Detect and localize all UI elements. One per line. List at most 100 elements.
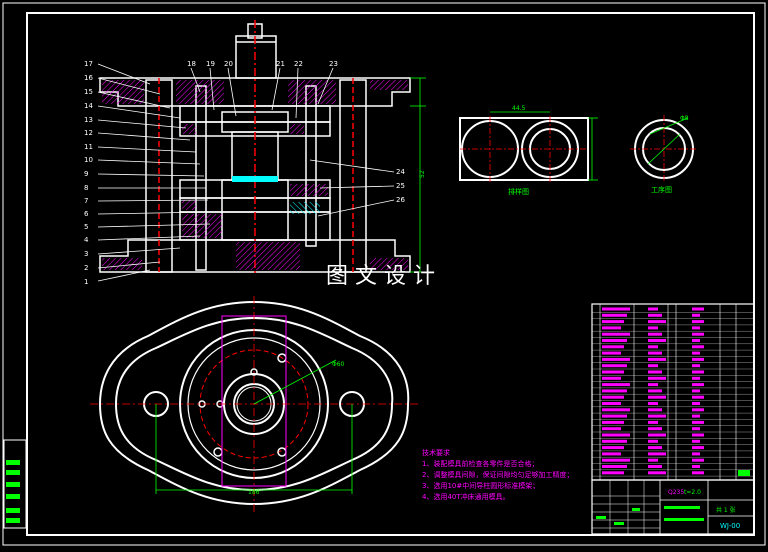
parts-row-cell <box>692 465 700 468</box>
material-label: Q235 <box>668 489 684 496</box>
balloon-17: 17 <box>84 60 93 68</box>
balloon-26: 26 <box>396 196 405 204</box>
parts-row-cell <box>648 339 666 342</box>
balloon-3: 3 <box>84 250 88 258</box>
balloon-15: 15 <box>84 88 93 96</box>
parts-row-cell <box>648 345 658 349</box>
parts-row-cell <box>692 383 704 387</box>
parts-row-cell <box>648 364 658 368</box>
parts-row-cell <box>602 420 624 424</box>
height-dimension-label: 52 <box>419 170 426 178</box>
parts-row-cell <box>692 376 700 380</box>
parts-row-cell <box>648 402 658 405</box>
strip-layout <box>459 111 598 182</box>
parts-row-cell <box>648 389 662 393</box>
parts-row-cell <box>692 370 704 374</box>
parts-row-cell <box>692 389 700 393</box>
tech-notes: 技术要求 1、装配模具前检查各零件是否合格； 2、调整模具间隙，保证间隙均匀足够… <box>422 448 573 501</box>
title-block <box>591 479 755 535</box>
tech-notes-title: 技术要求 <box>422 448 450 457</box>
parts-row-cell <box>692 332 704 336</box>
parts-row-cell <box>692 395 704 399</box>
parts-row-cell <box>648 307 658 311</box>
balloon-6: 6 <box>84 210 89 218</box>
balloon-9: 9 <box>84 170 88 178</box>
parts-row-cell <box>602 452 621 456</box>
parts-row-cell <box>602 313 627 317</box>
parts-row-cell <box>648 433 666 437</box>
parts-row-cell <box>648 458 658 462</box>
parts-row-cell <box>602 339 627 342</box>
parts-row-cell <box>602 446 624 450</box>
plan-diameter-dimension: Φ60 <box>332 361 345 368</box>
parts-row-cell <box>648 465 662 468</box>
balloon-22: 22 <box>294 60 303 68</box>
parts-row-cell <box>602 402 621 405</box>
watermark-text: 图 文 设 计 <box>326 264 435 289</box>
parts-row-cell <box>648 351 662 355</box>
parts-row-cell <box>692 439 700 443</box>
balloon-10: 10 <box>84 156 93 164</box>
balloon-23: 23 <box>329 60 338 68</box>
balloon-20: 20 <box>224 60 233 68</box>
parts-row-cell <box>602 345 624 349</box>
leader-lines-top <box>190 67 334 119</box>
height-dimension <box>410 77 426 273</box>
parts-list-marker <box>738 470 750 476</box>
parts-row-cell <box>602 439 627 443</box>
parts-row-cell <box>648 427 662 431</box>
parts-row-cell <box>648 383 658 387</box>
parts-row-cell <box>692 320 704 324</box>
balloon-numbers-top: 18 19 20 21 22 23 <box>187 60 338 68</box>
parts-row-cell <box>602 414 627 418</box>
parts-row-cell <box>602 320 624 324</box>
parts-row-cell <box>648 408 662 412</box>
parts-row-cell <box>602 395 624 399</box>
parts-row-cell <box>648 313 662 317</box>
sheet-inner-border <box>26 12 755 536</box>
parts-row-cell <box>692 471 704 475</box>
parts-row-cell <box>648 320 666 324</box>
sheet-count-label: 共 1 张 <box>716 506 736 514</box>
parts-row-cell <box>648 395 666 399</box>
plan-span-dimension: 186 <box>248 489 260 496</box>
parts-row-cell <box>602 433 630 437</box>
parts-row-cell <box>602 465 627 468</box>
parts-row-cell <box>602 408 630 412</box>
balloon-2: 2 <box>84 264 88 272</box>
parts-row-cell <box>602 376 621 380</box>
parts-row-cell <box>648 376 666 380</box>
parts-row-cell <box>692 313 700 317</box>
parts-list <box>591 303 755 481</box>
parts-row-cell <box>692 364 700 368</box>
part-view-label: 工序图 <box>651 185 672 194</box>
parts-row-cell <box>648 452 666 456</box>
parts-row-cell <box>692 458 704 462</box>
balloon-18: 18 <box>187 60 196 68</box>
parts-row-cell <box>648 326 658 330</box>
balloon-24: 24 <box>396 168 405 176</box>
tech-note-3: 3、选用10#中间导柱圆形标准模架； <box>422 481 539 490</box>
parts-row-cell <box>648 420 658 424</box>
leader-lines-left <box>97 63 211 282</box>
parts-row-cell <box>602 471 624 475</box>
parts-row-cell <box>692 446 704 450</box>
strip-layout-label: 排样图 <box>508 187 529 196</box>
parts-row-cell <box>648 439 658 443</box>
binding-strip <box>3 439 27 529</box>
parts-row-cell <box>602 383 630 387</box>
part-view <box>630 115 698 183</box>
tech-note-4: 4、选用40T冲床通用模具。 <box>422 492 510 501</box>
parts-row-cell <box>602 364 627 368</box>
balloon-5: 5 <box>84 223 88 231</box>
balloon-7: 7 <box>84 197 88 205</box>
plan-view <box>90 296 418 512</box>
parts-row-cell <box>648 370 662 374</box>
parts-row-cell <box>602 357 630 361</box>
parts-row-cell <box>692 357 704 361</box>
parts-row-cell <box>648 332 662 336</box>
section-view <box>99 20 411 275</box>
parts-row-cell <box>692 402 700 405</box>
